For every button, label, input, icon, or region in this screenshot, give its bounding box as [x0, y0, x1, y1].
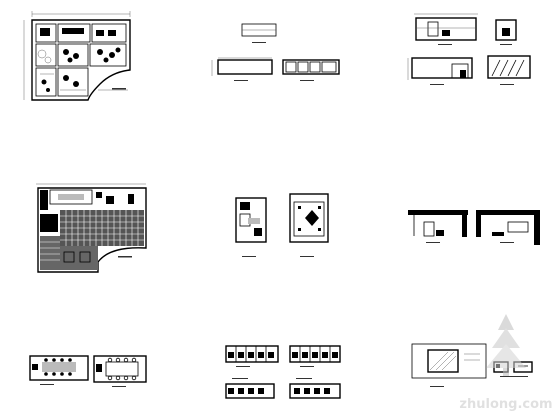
section-set-middle-right	[408, 210, 540, 245]
watermark-text: zhulong.com	[459, 397, 552, 412]
zhulong-logo-icon: zhulong.com	[459, 314, 553, 412]
detail-plans-middle	[235, 193, 329, 257]
elevation-set-top-middle	[211, 23, 340, 81]
floor-plan-2	[36, 183, 147, 273]
floor-plan-1	[23, 11, 131, 101]
meeting-room-plans	[29, 355, 147, 387]
elevation-set-top-right	[407, 13, 531, 85]
cabinet-elevations	[225, 345, 341, 399]
